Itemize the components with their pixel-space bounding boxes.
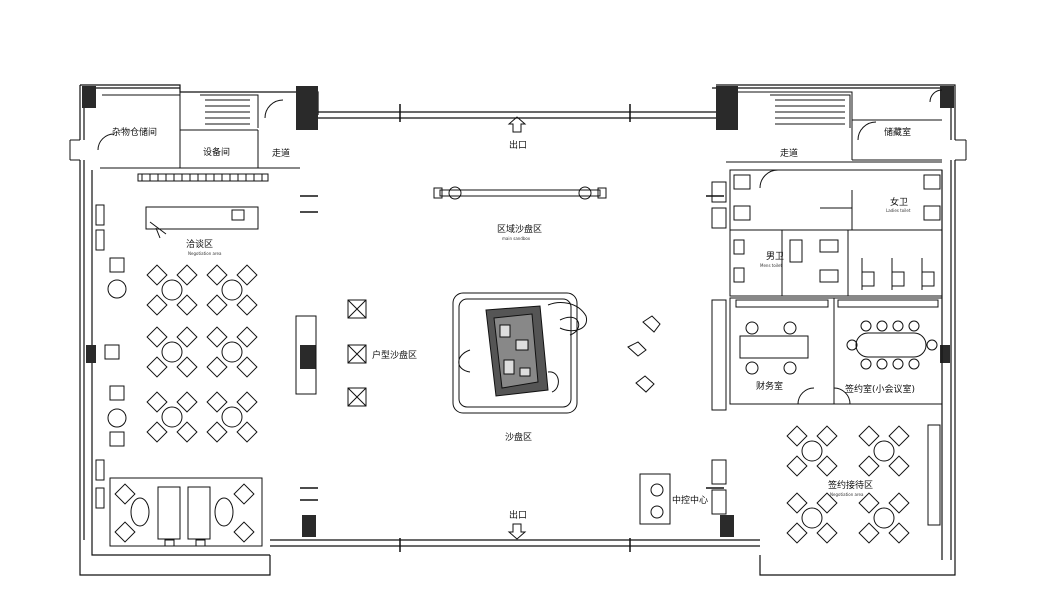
control-center-desk (639, 473, 671, 525)
main-sand-table-sublabel: main sandbox (502, 236, 531, 241)
signing-area-sublabel: Negotiation area (830, 492, 864, 497)
storage-room-label: 储藏室 (884, 126, 911, 138)
top-exit-label: 出口 (509, 139, 527, 151)
negotiation-left-label: 洽谈区 (186, 238, 213, 250)
right-corridor-label: 走道 (780, 147, 798, 159)
bottom-exit-label: 出口 (509, 509, 527, 521)
exit-arrow-bottom-icon (507, 523, 527, 540)
toilet-block (729, 169, 943, 297)
center-right-chairs (627, 315, 661, 393)
left-corridor-label: 走道 (272, 147, 290, 159)
finance-room-label: 财务室 (756, 380, 783, 392)
counter (137, 173, 269, 239)
male-wc-label: 男卫 (766, 251, 784, 262)
signing-area-label: 签约接待区 (828, 479, 873, 491)
unit-sand-tables (347, 299, 367, 407)
equipment-room-label: 设备间 (203, 146, 230, 158)
top-right-rooms (726, 89, 967, 163)
right-side-fixtures (711, 181, 941, 526)
wall-seating-left (95, 204, 127, 509)
sand-table-model (485, 305, 549, 397)
misc-room-label: 杂物仓储间 (112, 126, 157, 138)
sand-table-label: 沙盘区 (505, 431, 532, 443)
finance-signing-rooms (729, 297, 943, 405)
top-left-rooms (69, 92, 300, 169)
glazing-mullions (300, 104, 724, 552)
exit-arrow-top-icon (507, 116, 527, 133)
sand-table (452, 292, 588, 414)
female-wc-label: 女卫 (890, 196, 908, 208)
structural-columns (82, 86, 954, 537)
left-tablesets (147, 265, 257, 442)
display-bar (433, 186, 607, 200)
negotiation-left-sublabel: Negotiation area (188, 251, 222, 256)
main-sand-table-label: 区域沙盘区 (497, 223, 542, 235)
signing-room-label: 签约室(小会议室) (845, 383, 915, 395)
unit-sand-table-label: 户型沙盘区 (372, 349, 417, 361)
control-center-label: 中控中心 (672, 494, 708, 506)
male-wc-sublabel: Mens toilet (760, 263, 783, 268)
female-wc-sublabel: Ladies toilet (886, 208, 911, 213)
central-pillar (295, 315, 317, 395)
lounge-area (109, 477, 263, 547)
